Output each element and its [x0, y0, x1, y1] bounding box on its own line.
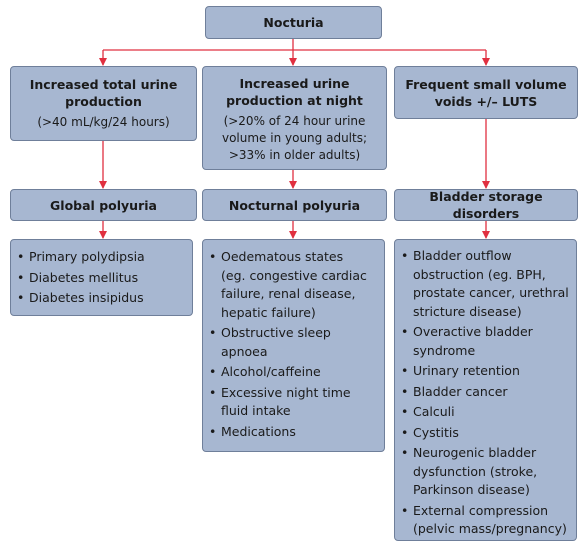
col2-header-subtitle-line: >33% in older adults) [228, 148, 361, 162]
col3-header-title: Frequent small volume voids +/– LUTS [405, 76, 566, 110]
list-item: External compression (pelvic mass/pregna… [401, 502, 572, 539]
col2-category-label: Nocturnal polyuria [228, 197, 361, 213]
col1-header-title-line: Increased total urine [29, 77, 178, 92]
col2-header-title: Increased urine production at night [226, 75, 363, 109]
col2-header-subtitle-line: (>20% of 24 hour urine [223, 114, 366, 128]
col1-header-box: Increased total urine production (>40 mL… [10, 66, 197, 141]
col2-item-list: Oedematous states (eg. congestive cardia… [209, 248, 380, 441]
list-item: Urinary retention [401, 362, 572, 381]
col2-header-subtitle: (>20% of 24 hour urine volume in young a… [222, 113, 367, 164]
list-item: Primary polydipsia [17, 248, 188, 267]
col1-header-title: Increased total urine production [30, 76, 178, 110]
root-node-box: Nocturia [205, 6, 382, 39]
col3-list-box: Bladder outflow obstruction (eg. BPH, pr… [394, 239, 577, 541]
list-item: Alcohol/caffeine [209, 363, 380, 382]
list-item: Calculi [401, 403, 572, 422]
col2-header-title-line: production at night [226, 93, 363, 108]
list-item: Oedematous states (eg. congestive cardia… [209, 248, 380, 322]
list-item: Overactive bladder syndrome [401, 323, 572, 360]
col3-header-title-line: Frequent small volume [405, 76, 567, 92]
list-item: Diabetes mellitus [17, 269, 188, 288]
col2-header-subtitle-line: volume in young adults; [221, 131, 368, 145]
list-item: Bladder outflow obstruction (eg. BPH, pr… [401, 247, 572, 321]
list-item: Neurogenic bladder dysfunction (stroke, … [401, 444, 572, 500]
col3-header-box: Frequent small volume voids +/– LUTS [394, 66, 578, 119]
col1-header-subtitle-line: (>40 mL/kg/24 hours) [37, 115, 170, 129]
col2-header-title-line: Increased urine [239, 76, 350, 91]
list-item: Diabetes insipidus [17, 289, 188, 308]
list-item: Medications [209, 423, 380, 442]
list-item: Excessive night time fluid intake [209, 384, 380, 421]
col3-header-title-line: voids +/– LUTS [434, 93, 538, 109]
col1-category-label: Global polyuria [50, 197, 157, 213]
list-item: Obstructive sleep apnoea [209, 324, 380, 361]
col3-category-label: Bladder storage disorders [429, 189, 543, 221]
col2-category-box: Nocturnal polyuria [202, 189, 387, 221]
col2-header-box: Increased urine production at night (>20… [202, 66, 387, 170]
list-item: Cystitis [401, 424, 572, 443]
col3-category-box: Bladder storage disorders [394, 189, 578, 221]
col1-category-box: Global polyuria [10, 189, 197, 221]
col1-list-box: Primary polydipsia Diabetes mellitus Dia… [10, 239, 193, 316]
col2-list-box: Oedematous states (eg. congestive cardia… [202, 239, 385, 452]
col1-item-list: Primary polydipsia Diabetes mellitus Dia… [17, 248, 188, 308]
col1-header-title-line: production [65, 94, 142, 109]
col1-header-subtitle: (>40 mL/kg/24 hours) [37, 114, 169, 131]
root-title: Nocturia [263, 15, 324, 30]
col3-item-list: Bladder outflow obstruction (eg. BPH, pr… [401, 247, 572, 539]
list-item: Bladder cancer [401, 383, 572, 402]
